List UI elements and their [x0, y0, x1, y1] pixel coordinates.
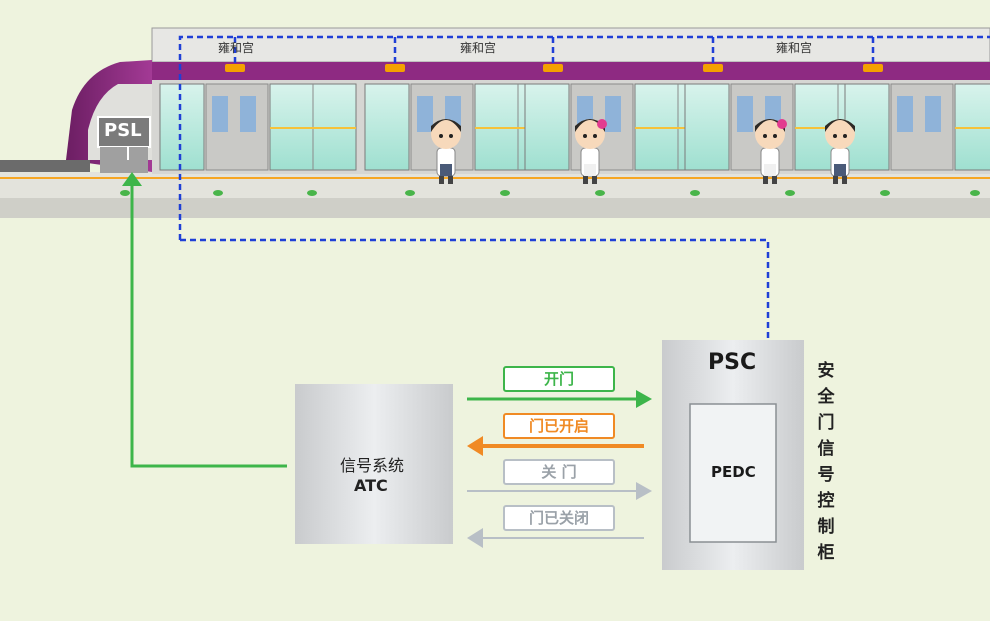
psc-side-label: 安全门信号控制柜 — [817, 361, 835, 563]
platform-screen-door — [159, 83, 205, 171]
psl-panel — [97, 116, 151, 173]
platform-marker — [500, 190, 510, 196]
train-door-window — [737, 96, 753, 132]
atc-label-line1: 信号系统 — [340, 456, 405, 475]
platform-marker — [970, 190, 980, 196]
psl-label: PSL — [104, 120, 142, 141]
atc-label-line2: ATC — [354, 476, 388, 495]
passenger-boy — [825, 119, 855, 184]
train-door-window — [212, 96, 228, 132]
signal-label-door-opened: 门已开启 — [503, 413, 615, 439]
station-name: 雍和宫 — [776, 41, 813, 55]
train-door-window — [605, 96, 621, 132]
signal-label-close-door: 关 门 — [503, 459, 615, 485]
station-name: 雍和宫 — [460, 41, 497, 55]
train-door-window — [240, 96, 256, 132]
platform-marker — [595, 190, 605, 196]
door-lights — [225, 64, 883, 72]
train-door-window — [417, 96, 433, 132]
platform-marker — [307, 190, 317, 196]
station-name: 雍和宫 — [218, 41, 255, 55]
platform-marker — [785, 190, 795, 196]
signal-label-door-closed: 门已关闭 — [503, 505, 615, 531]
psl-connection — [122, 172, 287, 468]
platform-marker — [120, 190, 130, 196]
platform-marker — [405, 190, 415, 196]
train-door-window — [925, 96, 941, 132]
passenger-girl — [755, 119, 787, 184]
signal-arrow-3 — [467, 482, 652, 500]
platform-marker — [880, 190, 890, 196]
psc-title: PSC — [708, 350, 757, 375]
passenger-girl — [575, 119, 607, 184]
pedc-label: PEDC — [711, 463, 756, 481]
platform-screen-door — [684, 83, 730, 171]
passenger-boy — [431, 119, 461, 184]
platform — [0, 172, 990, 218]
platform-marker — [690, 190, 700, 196]
pedc-box — [689, 403, 777, 543]
platform-screen-door — [524, 83, 570, 171]
signal-arrow-2 — [467, 436, 644, 456]
train-door-window — [897, 96, 913, 132]
platform-marker — [213, 190, 223, 196]
signal-arrow-4 — [467, 528, 644, 548]
atc-box — [295, 384, 453, 544]
signal-label-open-door: 开门 — [503, 366, 615, 392]
dashed-link — [178, 35, 990, 404]
platform-screen-door — [364, 83, 410, 171]
signal-arrow-1 — [467, 390, 652, 408]
